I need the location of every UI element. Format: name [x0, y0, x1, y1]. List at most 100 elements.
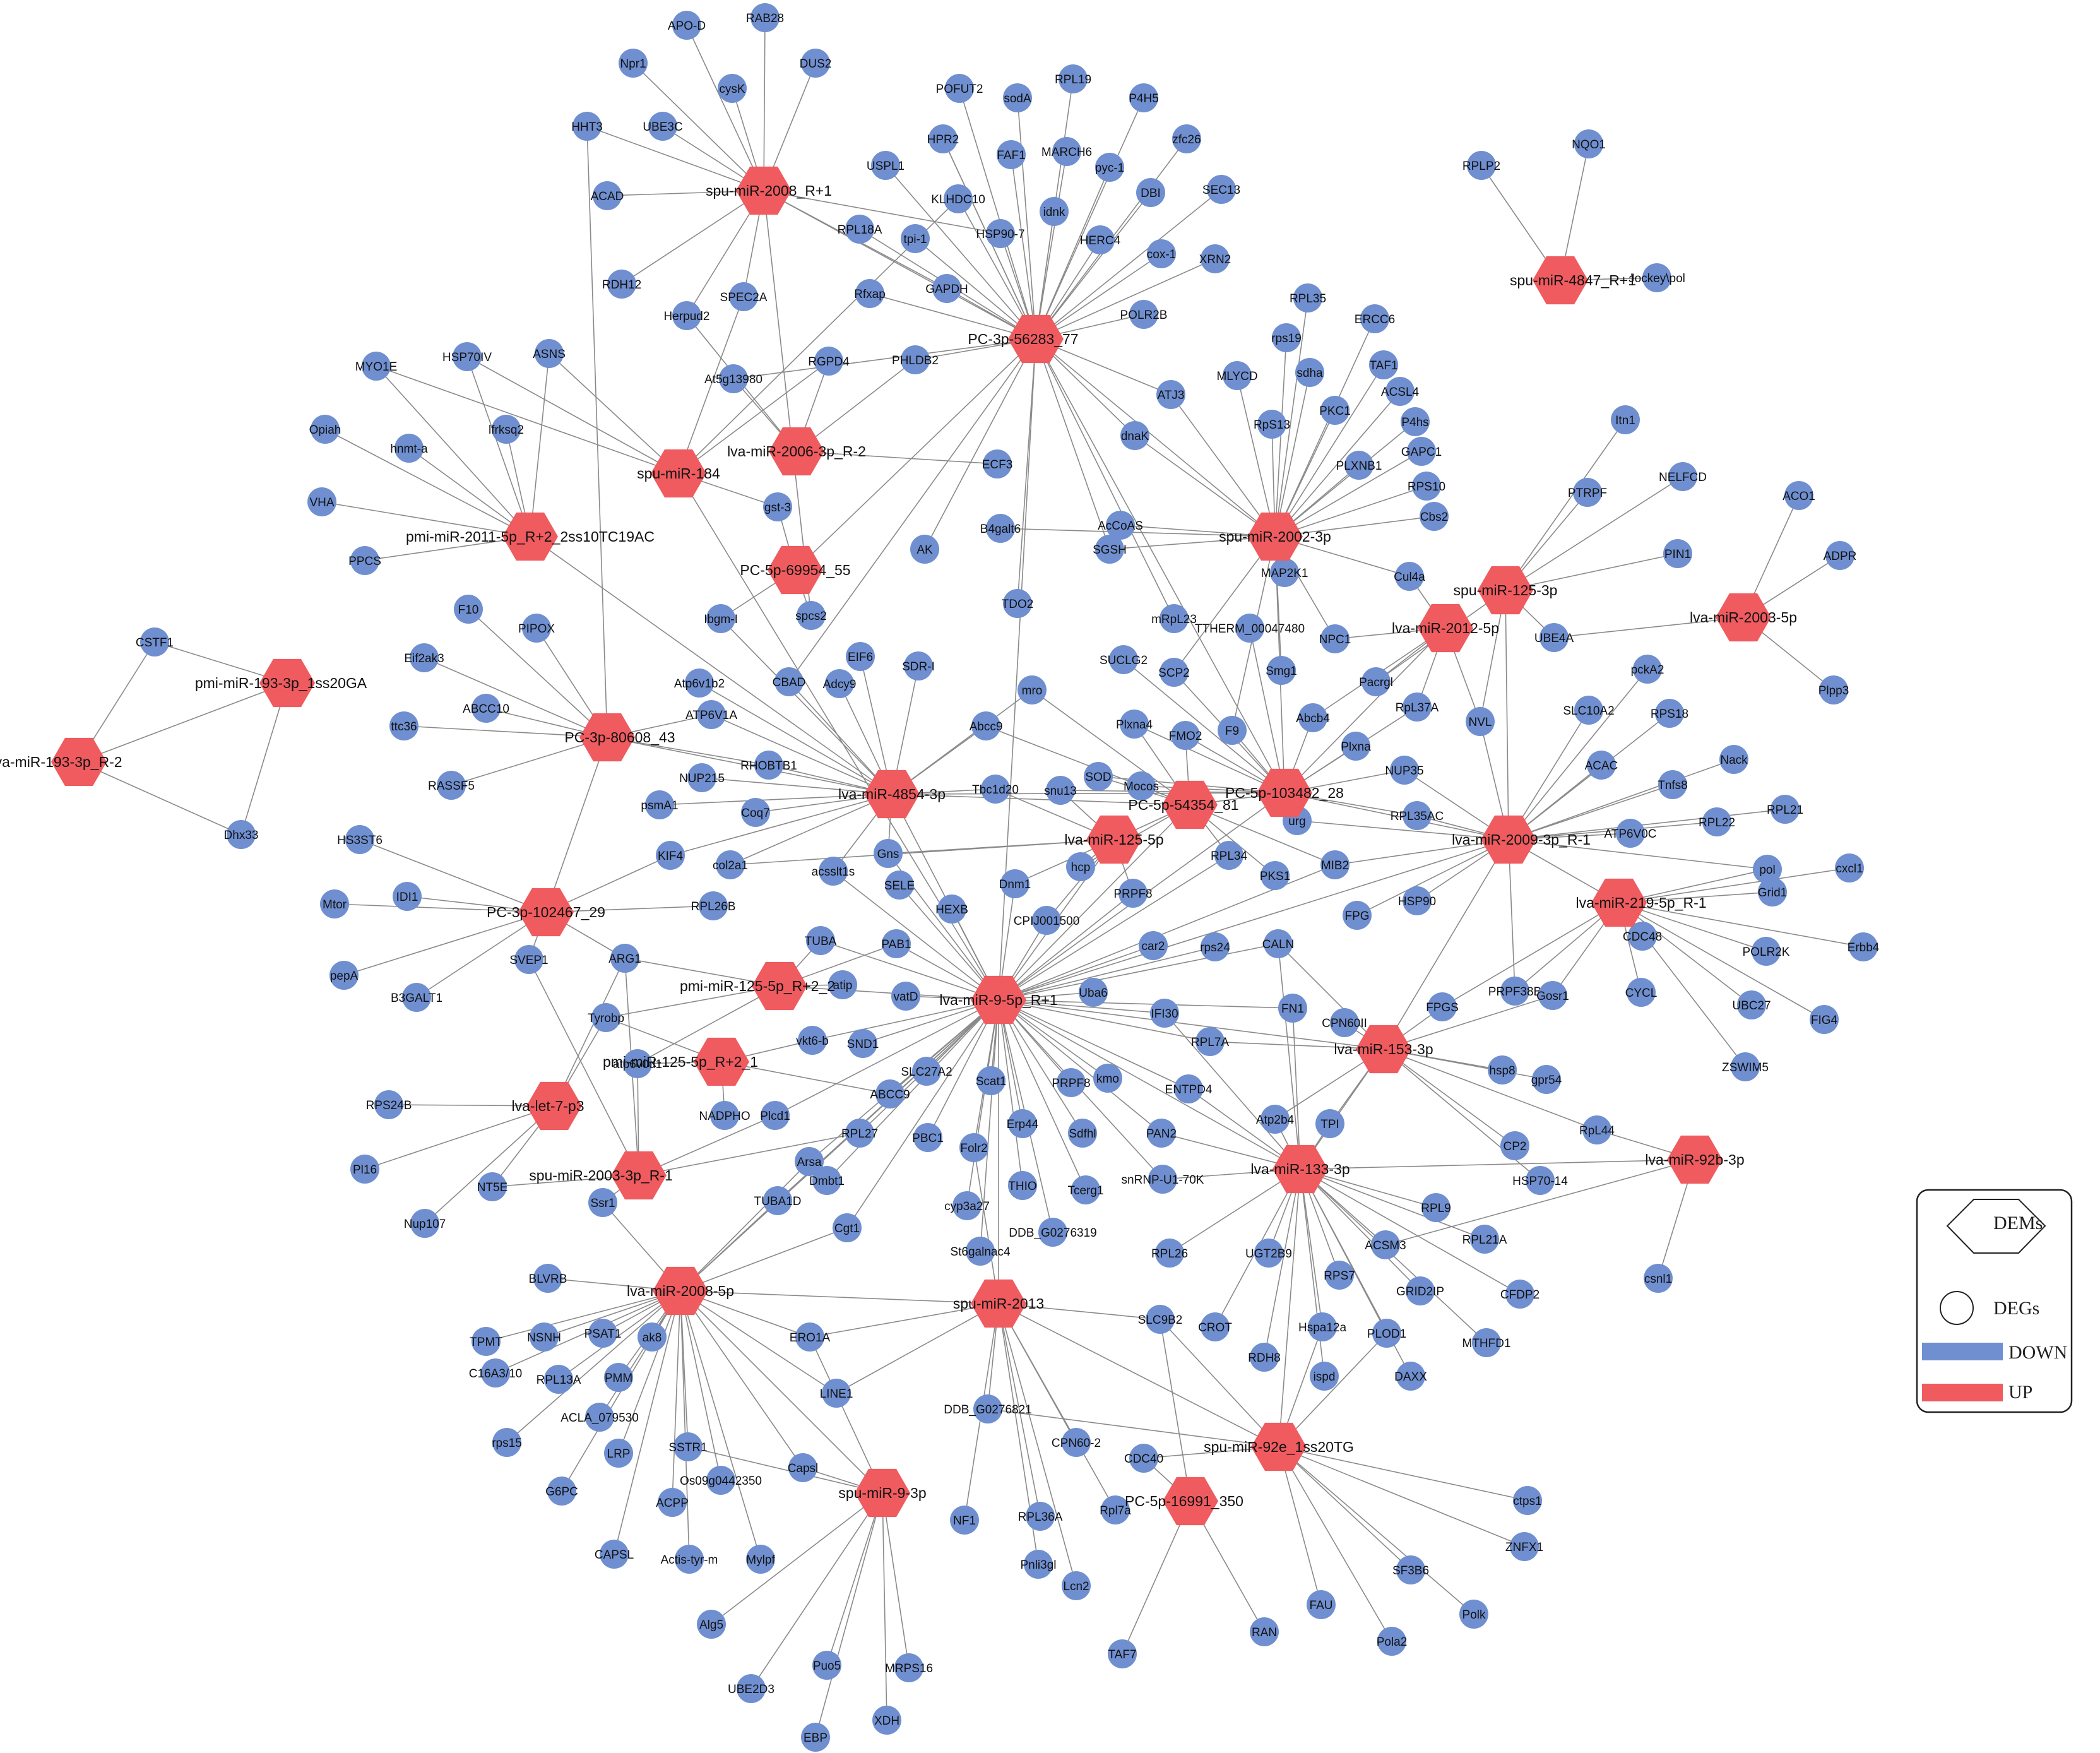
gene-node-tuba1d[interactable]: TUBA1D	[754, 1186, 802, 1215]
gene-node-polk[interactable]: Polk	[1459, 1600, 1488, 1629]
gene-node-fpgs[interactable]: FPGS	[1426, 992, 1459, 1021]
gene-node-xdh[interactable]: XDH	[872, 1706, 901, 1735]
gene-node-snrnp-u1-70k[interactable]: snRNP-U1-70K	[1122, 1165, 1204, 1194]
gene-node-rpl21[interactable]: RPL21	[1767, 795, 1803, 824]
gene-node-nelfcd[interactable]: NELFCD	[1659, 462, 1707, 491]
gene-node-sf3b6[interactable]: SF3B6	[1392, 1555, 1429, 1584]
gene-node-uspl1[interactable]: USPL1	[867, 151, 905, 180]
gene-node-atj3[interactable]: ATJ3	[1156, 380, 1185, 409]
gene-node-puo5[interactable]: Puo5	[812, 1651, 841, 1680]
gene-node-cxcl1[interactable]: cxcl1	[1835, 853, 1864, 882]
gene-node-psat1[interactable]: PSAT1	[584, 1319, 622, 1348]
gene-node-tyrobp[interactable]: Tyrobp	[588, 1003, 624, 1032]
gene-node-pan2[interactable]: PAN2	[1146, 1119, 1177, 1148]
gene-node-taf1[interactable]: TAF1	[1369, 350, 1398, 379]
gene-node-cox-1[interactable]: cox-1	[1147, 239, 1176, 268]
gene-node-cbs2[interactable]: Cbs2	[1420, 502, 1449, 531]
gene-node-nt5e[interactable]: NT5E	[477, 1172, 508, 1201]
gene-node-tcerg1[interactable]: Tcerg1	[1067, 1175, 1104, 1204]
gene-node-cgt1[interactable]: Cgt1	[833, 1213, 862, 1242]
gene-node-csnl1[interactable]: csnl1	[1644, 1264, 1673, 1293]
gene-node-pofut2[interactable]: POFUT2	[936, 74, 983, 103]
gene-node-abcc9[interactable]: Abcc9	[970, 711, 1003, 740]
gene-node-scat1[interactable]: Scat1	[976, 1066, 1007, 1095]
gene-node-caln[interactable]: CALN	[1262, 929, 1295, 958]
gene-node-nack[interactable]: Nack	[1719, 745, 1748, 774]
gene-node-prpf8[interactable]: PRPF8	[1052, 1068, 1091, 1097]
mirna-node-spu-mir-184[interactable]: spu-miR-184	[637, 449, 720, 498]
gene-node-rdh12[interactable]: RDH12	[602, 270, 641, 299]
gene-node-fpg[interactable]: FPG	[1343, 901, 1372, 930]
gene-node-atp6v0d1[interactable]: atp6v0d1	[613, 1049, 662, 1078]
gene-node-gns[interactable]: Gns	[874, 839, 903, 868]
gene-node-nf1[interactable]: NF1	[950, 1506, 979, 1535]
gene-node-sgsh[interactable]: SGSH	[1093, 535, 1127, 564]
gene-node-dnm1[interactable]: Dnm1	[999, 869, 1031, 898]
gene-node-hcp[interactable]: hcp	[1066, 852, 1095, 881]
gene-node-cycl[interactable]: CYCL	[1625, 978, 1658, 1007]
gene-node-gpr54[interactable]: gpr54	[1531, 1065, 1562, 1094]
gene-node-rpl26b[interactable]: RPL26B	[691, 891, 736, 920]
gene-node-aco1[interactable]: ACO1	[1783, 481, 1815, 510]
gene-node-dnak[interactable]: dnaK	[1120, 421, 1149, 450]
gene-node-hs3st6[interactable]: HS3ST6	[337, 825, 383, 854]
gene-node-gosr1[interactable]: Gosr1	[1536, 981, 1569, 1010]
gene-node-rps19[interactable]: rps19	[1271, 323, 1302, 352]
mirna-node-lva-mir-92b-3p[interactable]: lva-miR-92b-3p	[1645, 1135, 1745, 1184]
gene-node-entpd4[interactable]: ENTPD4	[1165, 1074, 1213, 1103]
gene-node-atp6v0c[interactable]: ATP6V0C	[1604, 819, 1657, 848]
gene-node-rassf5[interactable]: RASSF5	[428, 771, 475, 800]
gene-node-rps15[interactable]: rps15	[492, 1428, 522, 1457]
gene-node-ssr1[interactable]: Ssr1	[588, 1188, 617, 1217]
gene-node-zfc26[interactable]: zfc26	[1172, 124, 1201, 153]
gene-node-nsnh[interactable]: NSNH	[527, 1322, 561, 1352]
gene-node-eif6[interactable]: EIF6	[846, 642, 875, 671]
gene-node-nup215[interactable]: NUP215	[679, 763, 725, 792]
gene-node-acsl4[interactable]: ACSL4	[1381, 377, 1420, 406]
gene-node-blvrb[interactable]: BLVRB	[529, 1264, 567, 1293]
gene-node-os09g0442350[interactable]: Os09g0442350	[680, 1466, 762, 1495]
gene-node-plpp3[interactable]: Plpp3	[1818, 675, 1849, 704]
gene-node-rpl35ac[interactable]: RPL35AC	[1391, 801, 1444, 830]
gene-node-pin1[interactable]: PIN1	[1663, 539, 1692, 568]
gene-node-rplp2[interactable]: RPLP2	[1462, 151, 1500, 180]
gene-node-atip[interactable]: atip	[828, 970, 857, 999]
gene-node-sstr1[interactable]: SSTR1	[668, 1432, 708, 1461]
gene-node-cbad[interactable]: CBAD	[773, 667, 806, 696]
gene-node-nup35[interactable]: NUP35	[1385, 756, 1424, 785]
mirna-node-pc-5p-16991-350[interactable]: PC-5p-16991_350	[1125, 1477, 1243, 1526]
gene-node-nvl[interactable]: NVL	[1466, 707, 1495, 736]
gene-node-rpl35[interactable]: RPL35	[1290, 283, 1326, 312]
gene-node-pacrgl[interactable]: Pacrgl	[1359, 667, 1393, 696]
gene-node-npr1[interactable]: Npr1	[619, 49, 648, 78]
gene-node-hsp90[interactable]: HSP90	[1398, 886, 1436, 915]
gene-node-vha[interactable]: VHA	[307, 487, 336, 516]
mirna-node-pmi-mir-125-5p-r-2-2[interactable]: pmi-miR-125-5p_R+2_2	[680, 961, 835, 1011]
gene-node-rfxap[interactable]: Rfxap	[854, 279, 886, 308]
gene-node-arg1[interactable]: ARG1	[608, 944, 641, 973]
gene-node-cysk[interactable]: cysK	[718, 74, 747, 103]
gene-node-cpn60ii[interactable]: CPN60II	[1322, 1008, 1367, 1037]
gene-node-tuba[interactable]: TUBA	[805, 926, 837, 955]
gene-node-rpl44[interactable]: RpL44	[1579, 1115, 1615, 1144]
gene-node-sec13[interactable]: SEC13	[1202, 175, 1240, 204]
gene-node-asns[interactable]: ASNS	[533, 339, 566, 368]
gene-node-smg1[interactable]: Smg1	[1266, 656, 1297, 685]
gene-node-ctps1[interactable]: ctps1	[1513, 1486, 1542, 1515]
gene-node-mtor[interactable]: Mtor	[320, 889, 349, 918]
gene-node-erbb4[interactable]: Erbb4	[1848, 932, 1880, 961]
gene-node-plxna4[interactable]: Plxna4	[1116, 710, 1153, 739]
gene-node-atp6v1b2[interactable]: Atp6v1b2	[674, 669, 725, 698]
gene-node-accoas[interactable]: AcCoAS	[1098, 511, 1143, 540]
gene-node-mocos[interactable]: Mocos	[1124, 771, 1159, 800]
gene-node-rpl13a[interactable]: RPL13A	[537, 1365, 581, 1394]
gene-node-ube2d3[interactable]: UBE2D3	[728, 1674, 774, 1703]
gene-node-eif2ak3[interactable]: Eif2ak3	[404, 643, 444, 672]
gene-node-herc4[interactable]: HERC4	[1080, 225, 1121, 254]
gene-node-npc1[interactable]: NPC1	[1319, 624, 1351, 653]
gene-node-polr2k[interactable]: POLR2K	[1743, 937, 1790, 966]
gene-node-rpl36a[interactable]: RPL36A	[1018, 1502, 1063, 1531]
gene-node-mrps16[interactable]: MRPS16	[885, 1653, 933, 1682]
gene-node-grid1[interactable]: Grid1	[1758, 877, 1787, 906]
gene-node-daxx[interactable]: DAXX	[1394, 1362, 1427, 1391]
